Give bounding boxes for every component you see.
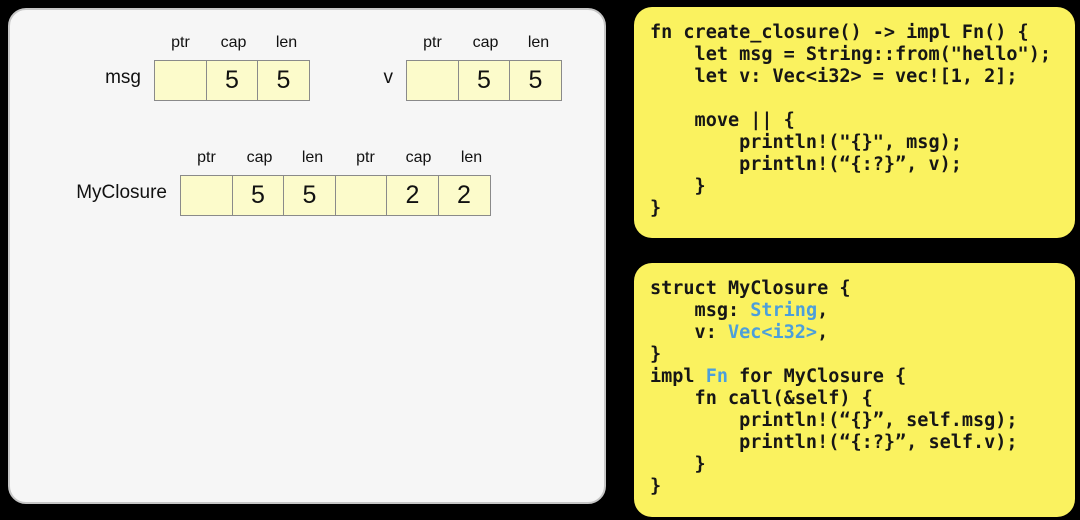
code-line: println!("{}", msg); <box>650 132 962 153</box>
memory-diagram-panel: msg ptr cap len 5 5 v ptr cap len 5 5 My… <box>8 8 606 504</box>
cell-cap: 5 <box>205 60 259 101</box>
cell-cap: 5 <box>457 60 511 101</box>
code-line <box>650 88 1067 110</box>
type-token-string: String <box>750 300 818 321</box>
record-myclosure: MyClosure ptr cap len ptr cap len 5 5 2 … <box>76 149 498 216</box>
cell-row: 5 5 <box>406 60 565 101</box>
code-line: let v: Vec<i32> = vec![1, 2]; <box>650 66 1018 87</box>
code-line: } <box>650 198 662 219</box>
code-line: msg: String, <box>650 300 1067 322</box>
code-card-create-closure: fn create_closure() -> impl Fn() { let m… <box>634 7 1075 238</box>
field-header-cap: cap <box>472 34 499 51</box>
code-seg: println!(“{:?}”, self.v); <box>650 432 1018 453</box>
code-line: println!(“{:?}”, v); <box>650 154 962 175</box>
cell-len: 5 <box>283 175 336 216</box>
code-seg: struct MyClosure { <box>650 278 851 299</box>
code-line: impl Fn for MyClosure { <box>650 366 1067 388</box>
type-token-vec-i32: Vec<i32> <box>727 322 818 343</box>
code-line: fn create_closure() -> impl Fn() { <box>650 22 1029 43</box>
code-line: println!(“{:?}”, self.v); <box>650 432 1067 454</box>
cell-len: 5 <box>257 60 310 101</box>
field-header-ptr: ptr <box>197 149 216 166</box>
code-line: } <box>650 454 1067 476</box>
cell-ptr <box>334 175 388 216</box>
cell-ptr <box>406 60 459 101</box>
field-header-ptr: ptr <box>171 34 190 51</box>
field-header-row: ptr cap len ptr cap len <box>180 149 498 175</box>
cell-row: 5 5 2 2 <box>180 175 498 216</box>
code-card-struct-impl: struct MyClosure { msg: String, v: Vec<i… <box>634 263 1075 517</box>
field-header-row: ptr cap len <box>154 34 313 60</box>
field-header-ptr: ptr <box>423 34 442 51</box>
cell-cap: 2 <box>386 175 439 216</box>
record-label-v: v <box>383 67 394 88</box>
record-label-msg: msg <box>105 67 141 88</box>
record-v: v ptr cap len 5 5 <box>384 34 565 101</box>
field-header-cap: cap <box>405 149 432 166</box>
record-msg: msg ptr cap len 5 5 <box>105 34 313 101</box>
code-line: println!(“{}”, self.msg); <box>650 410 1067 432</box>
field-header-len: len <box>275 34 298 51</box>
code-seg: println!(“{}”, self.msg); <box>650 410 1018 431</box>
code-line: fn call(&self) { <box>650 388 1067 410</box>
field-header-ptr: ptr <box>356 149 375 166</box>
field-header-len: len <box>460 149 483 166</box>
code-line: move || { <box>650 110 795 131</box>
code-line: } <box>650 176 706 197</box>
record-label-myclosure: MyClosure <box>76 182 167 203</box>
cell-len: 2 <box>437 175 491 216</box>
code-line: let msg = String::from("hello"); <box>650 44 1051 65</box>
code-seg: } <box>650 344 662 365</box>
cell-ptr <box>154 60 207 101</box>
code-seg: , <box>817 322 829 343</box>
code-seg: msg: <box>650 300 751 321</box>
type-token-fn: Fn <box>705 366 728 387</box>
code-line: v: Vec<i32>, <box>650 322 1067 344</box>
code-seg: impl <box>650 366 706 387</box>
field-header-len: len <box>301 149 324 166</box>
code-seg: } <box>650 476 662 497</box>
code-line: } <box>650 344 1067 366</box>
code-seg: for MyClosure { <box>727 366 907 387</box>
field-header-row: ptr cap len <box>406 34 565 60</box>
cell-cap: 5 <box>231 175 285 216</box>
code-seg: v: <box>650 322 728 343</box>
field-header-len: len <box>527 34 550 51</box>
code-seg: fn call(&self) { <box>650 388 873 409</box>
code-seg: , <box>817 300 829 321</box>
field-header-cap: cap <box>246 149 273 166</box>
code-line: struct MyClosure { <box>650 278 1067 300</box>
field-header-cap: cap <box>220 34 247 51</box>
cell-row: 5 5 <box>154 60 313 101</box>
code-line: } <box>650 476 1067 498</box>
cell-len: 5 <box>509 60 562 101</box>
code-seg: } <box>650 454 706 475</box>
cell-ptr <box>180 175 233 216</box>
